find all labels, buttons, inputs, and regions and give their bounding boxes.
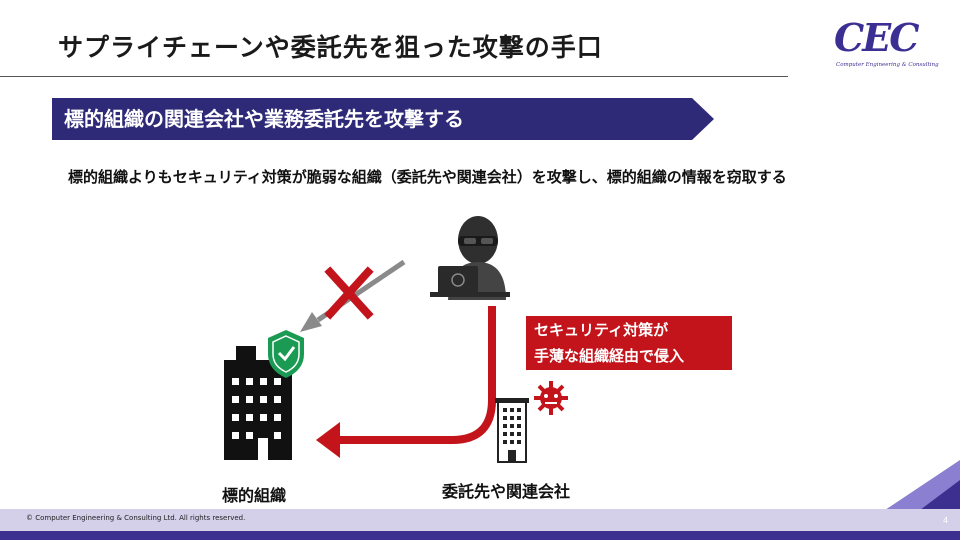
attack-path-arrow <box>316 306 496 458</box>
slide-title: サプライチェーンや委託先を狙った攻撃の手口 <box>58 33 603 62</box>
logo-subtext: Computer Engineering & Consulting <box>836 62 939 68</box>
section-banner <box>52 98 714 140</box>
target-org-label: 標的組織 <box>222 486 287 505</box>
description-text: 標的組織よりもセキュリティ対策が脆弱な組織（委託先や関連会社）を攻撃し、標的組織… <box>68 168 787 186</box>
copyright-text: © Computer Engineering & Consulting Ltd.… <box>26 514 246 522</box>
callout-line-2: 手薄な組織経由で侵入 <box>534 347 685 365</box>
page-number: 4 <box>943 516 949 525</box>
footer-accent-bar <box>0 531 960 540</box>
shield-icon <box>268 330 304 378</box>
blocked-x-icon <box>324 266 374 320</box>
target-building-icon <box>224 346 292 460</box>
subcontractor-building-icon <box>495 398 529 463</box>
footer-bar <box>0 509 960 531</box>
attack-callout: セキュリティ対策が 手薄な組織経由で侵入 <box>526 316 732 370</box>
company-logo: CEC Computer Engineering & Consulting <box>832 15 939 74</box>
banner-heading: 標的組織の関連会社や業務委託先を攻撃する <box>64 107 464 131</box>
subcontractor-label: 委託先や関連会社 <box>442 482 571 501</box>
callout-line-1: セキュリティ対策が <box>534 321 669 339</box>
title-divider <box>0 76 788 77</box>
hacker-icon <box>430 216 510 300</box>
logo-wordmark: CEC <box>834 15 919 60</box>
virus-icon <box>534 381 568 415</box>
